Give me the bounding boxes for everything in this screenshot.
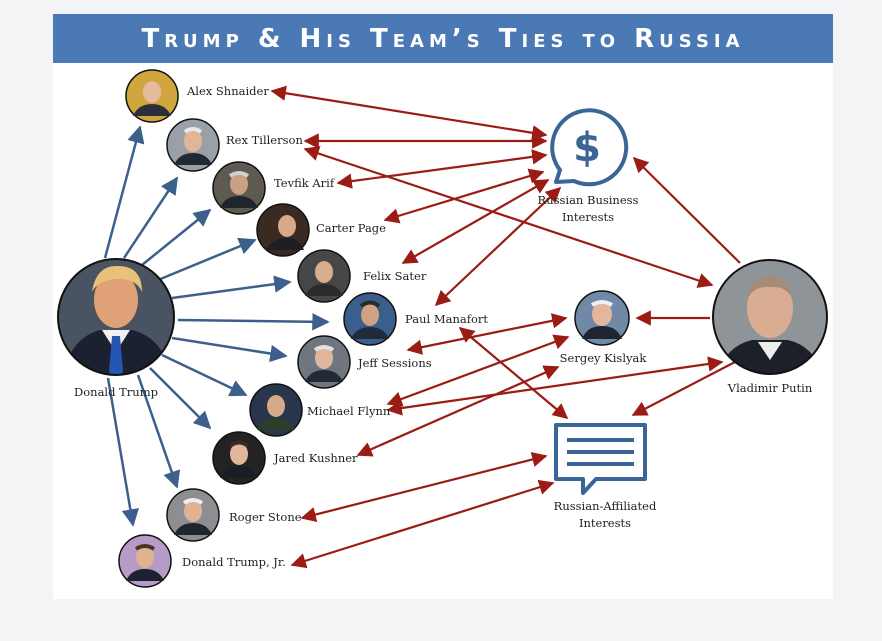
label-business-line2: Interests [562, 210, 614, 224]
label-flynn: Michael Flynn [307, 404, 391, 418]
associate-portraits [118, 69, 630, 588]
russia-connections [270, 85, 741, 569]
arrow-kushner-kislyak [356, 365, 560, 457]
label-business-line1: Russian Business [538, 193, 639, 207]
label-kushner: Jared Kushner [273, 451, 358, 465]
arrow-tillerson-putin [303, 146, 714, 288]
arrow-trump-kushner [149, 367, 212, 430]
avatar-page [256, 203, 310, 257]
arrow-putin-affiliated [631, 361, 736, 416]
label-trump-jr: Donald Trump, Jr. [182, 555, 286, 569]
arrow-trump-sater [171, 275, 292, 300]
label-shnaider: Alex Shnaider [186, 84, 269, 98]
arrow-arif-business [336, 149, 548, 189]
arrow-shnaider-business [270, 85, 548, 141]
label-affiliated-line2: Interests [579, 516, 631, 530]
avatar-trump-jr [118, 534, 172, 588]
avatar-sessions [297, 335, 351, 389]
arrow-flynn-kislyak [386, 334, 570, 407]
arrow-trump-stone [136, 374, 181, 489]
dollar-speech-bubble-icon: $ [550, 108, 629, 187]
avatar-flynn [249, 383, 303, 437]
arrow-trump-arif [141, 208, 212, 266]
label-tillerson: Rex Tillerson [226, 133, 303, 147]
label-kislyak: Sergey Kislyak [560, 351, 648, 365]
label-putin: Vladimir Putin [727, 381, 813, 395]
avatar-shnaider [125, 69, 179, 123]
avatar-manafort [343, 292, 397, 346]
svg-text:$: $ [573, 125, 601, 171]
arrow-trump-page [157, 237, 257, 282]
arrow-putin-business [632, 156, 741, 264]
arrow-jr-affiliated [290, 479, 555, 569]
label-stone: Roger Stone [229, 510, 302, 524]
avatar-sater [297, 249, 351, 303]
arrow-manafort-affiliated [458, 327, 569, 419]
arrow-trump-sessions [171, 336, 288, 363]
arrow-trump-manafort [177, 313, 330, 331]
trump-connections [103, 125, 330, 527]
label-trump: Donald Trump [74, 385, 158, 399]
arrow-trump-tillerson [122, 176, 179, 259]
avatar-tillerson [166, 118, 220, 172]
node-labels: Alex Shnaider Rex Tillerson Tevfik Arif … [74, 84, 813, 569]
label-affiliated-line1: Russian-Affiliated [554, 499, 657, 513]
page-title: Trump & His Team’s Ties to Russia [141, 23, 745, 54]
title-banner: Trump & His Team’s Ties to Russia [53, 14, 833, 63]
trump-portrait [57, 258, 175, 376]
avatar-kislyak [574, 290, 630, 346]
arrow-manafort-business [434, 186, 562, 307]
avatar-arif [212, 161, 266, 215]
putin-portrait [712, 259, 828, 375]
label-arif: Tevfik Arif [274, 176, 335, 190]
label-sater: Felix Sater [363, 269, 427, 283]
label-page: Carter Page [316, 221, 386, 235]
arrow-trump-jr [106, 377, 139, 527]
arrow-stone-affiliated [300, 451, 548, 523]
arrow-trump-flynn [161, 353, 248, 397]
text-speech-bubble-icon [554, 423, 647, 495]
avatar-kushner [212, 431, 266, 485]
label-manafort: Paul Manafort [405, 312, 488, 326]
label-sessions: Jeff Sessions [357, 356, 432, 370]
arrow-trump-shnaider [103, 125, 145, 259]
avatar-stone [166, 488, 220, 542]
